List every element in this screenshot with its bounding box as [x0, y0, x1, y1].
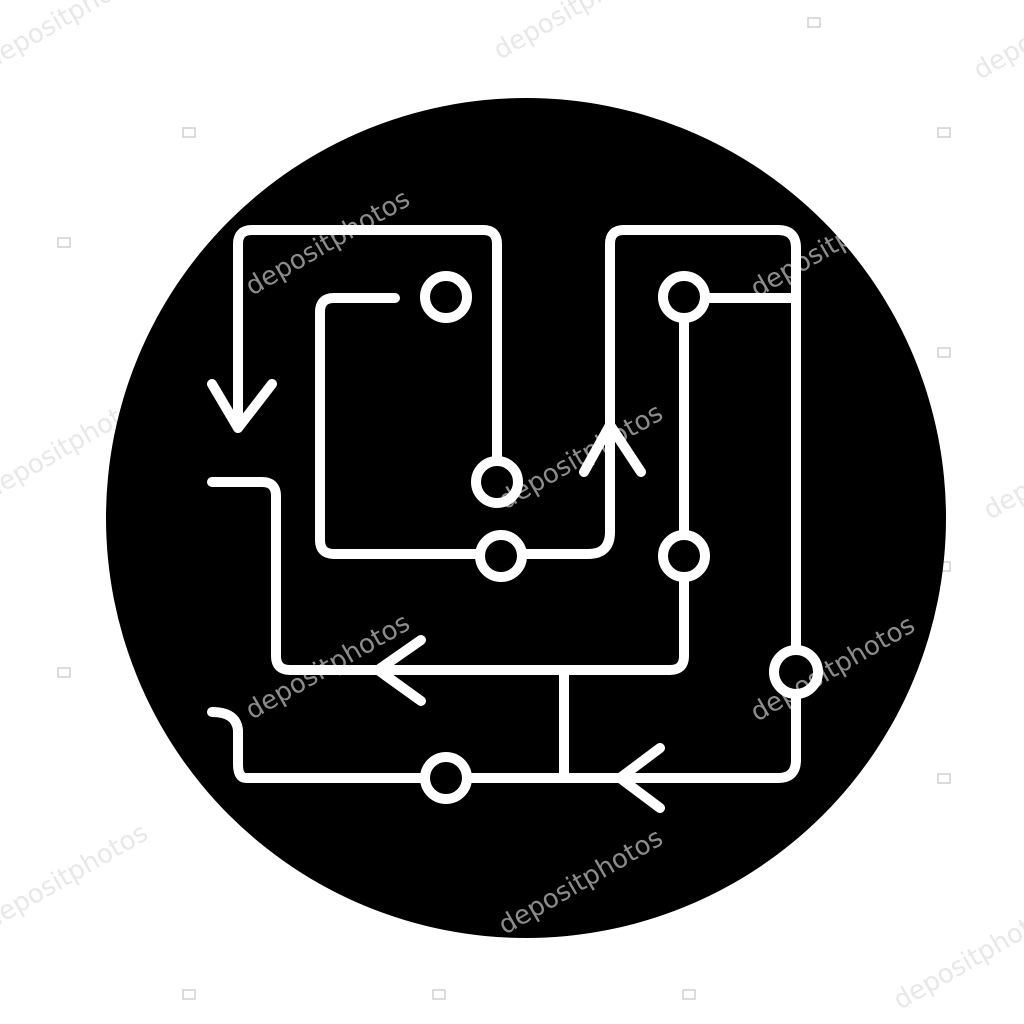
node-circle	[475, 530, 527, 582]
node-circle	[420, 271, 472, 323]
watermark-text: depositphotos	[0, 0, 153, 76]
node-circle	[471, 456, 523, 508]
camera-watermark-icon	[937, 127, 951, 138]
node-circle	[769, 645, 823, 699]
node-circle	[420, 752, 472, 804]
camera-watermark-icon	[682, 989, 696, 1000]
connector-line-inner-loop	[207, 225, 801, 783]
camera-watermark-icon	[432, 989, 446, 1000]
node-circle	[658, 271, 710, 323]
connector-line-middle	[207, 293, 689, 675]
watermark-text: depositphotos	[979, 408, 1024, 526]
camera-watermark-icon	[182, 989, 196, 1000]
workflow-diagram	[207, 225, 823, 813]
watermark-text: depositphotos	[889, 898, 1024, 1016]
watermark-text: depositphotos	[489, 0, 664, 66]
camera-watermark-icon	[807, 17, 821, 28]
camera-watermark-icon	[57, 667, 71, 678]
disc-background	[106, 98, 946, 938]
camera-watermark-icon	[937, 773, 951, 784]
node-circle	[658, 530, 710, 582]
arrow-left-icon	[615, 743, 665, 813]
watermark-text: depositphotos	[969, 0, 1024, 86]
arrow-up-icon	[579, 420, 646, 477]
arrow-left-icon	[373, 635, 426, 706]
connector-line-outer-left	[233, 225, 502, 485]
camera-watermark-icon	[937, 347, 951, 358]
arrow-down-icon	[207, 379, 277, 433]
camera-watermark-icon	[57, 237, 71, 248]
watermark-text: depositphotos	[0, 818, 153, 936]
camera-watermark-icon	[182, 127, 196, 138]
